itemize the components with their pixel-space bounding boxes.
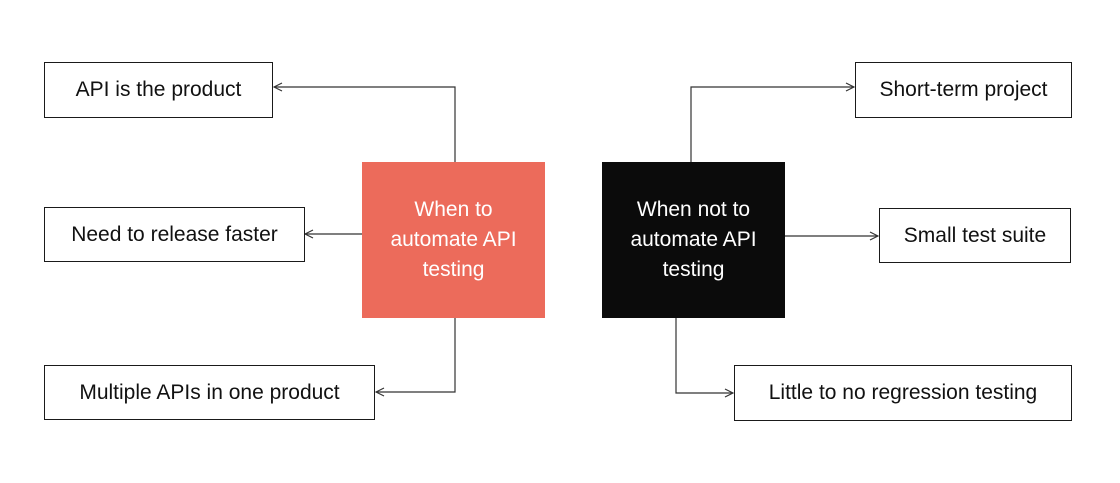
reason-multiple-apis: Multiple APIs in one product: [44, 365, 375, 420]
when-not-to-automate-label: When not to automate API testing: [630, 198, 757, 281]
reason-label: API is the product: [75, 78, 242, 101]
reason-label: Short-term project: [879, 78, 1048, 101]
reason-label: Little to no regression testing: [768, 381, 1038, 404]
arrow-to-multiple-apis: [376, 318, 456, 392]
reason-api-is-the-product: API is the product: [44, 62, 273, 118]
reason-need-to-release-faster: Need to release faster: [44, 207, 305, 262]
reason-short-term-project: Short-term project: [855, 62, 1072, 118]
when-to-automate-label: When to automate API testing: [390, 198, 517, 281]
when-not-to-automate-node: When not to automate API testing: [602, 162, 785, 318]
reason-label: Need to release faster: [71, 222, 278, 246]
when-to-automate-node: When to automate API testing: [362, 162, 545, 318]
arrow-to-api-is-the-product: [274, 87, 456, 162]
arrow-to-short-term-project: [690, 87, 854, 162]
reason-label: Small test suite: [903, 223, 1047, 247]
reason-small-test-suite: Small test suite: [879, 208, 1071, 263]
arrow-to-little-regression: [675, 318, 733, 393]
reason-label: Multiple APIs in one product: [79, 380, 340, 404]
reason-little-regression: Little to no regression testing: [734, 365, 1072, 421]
